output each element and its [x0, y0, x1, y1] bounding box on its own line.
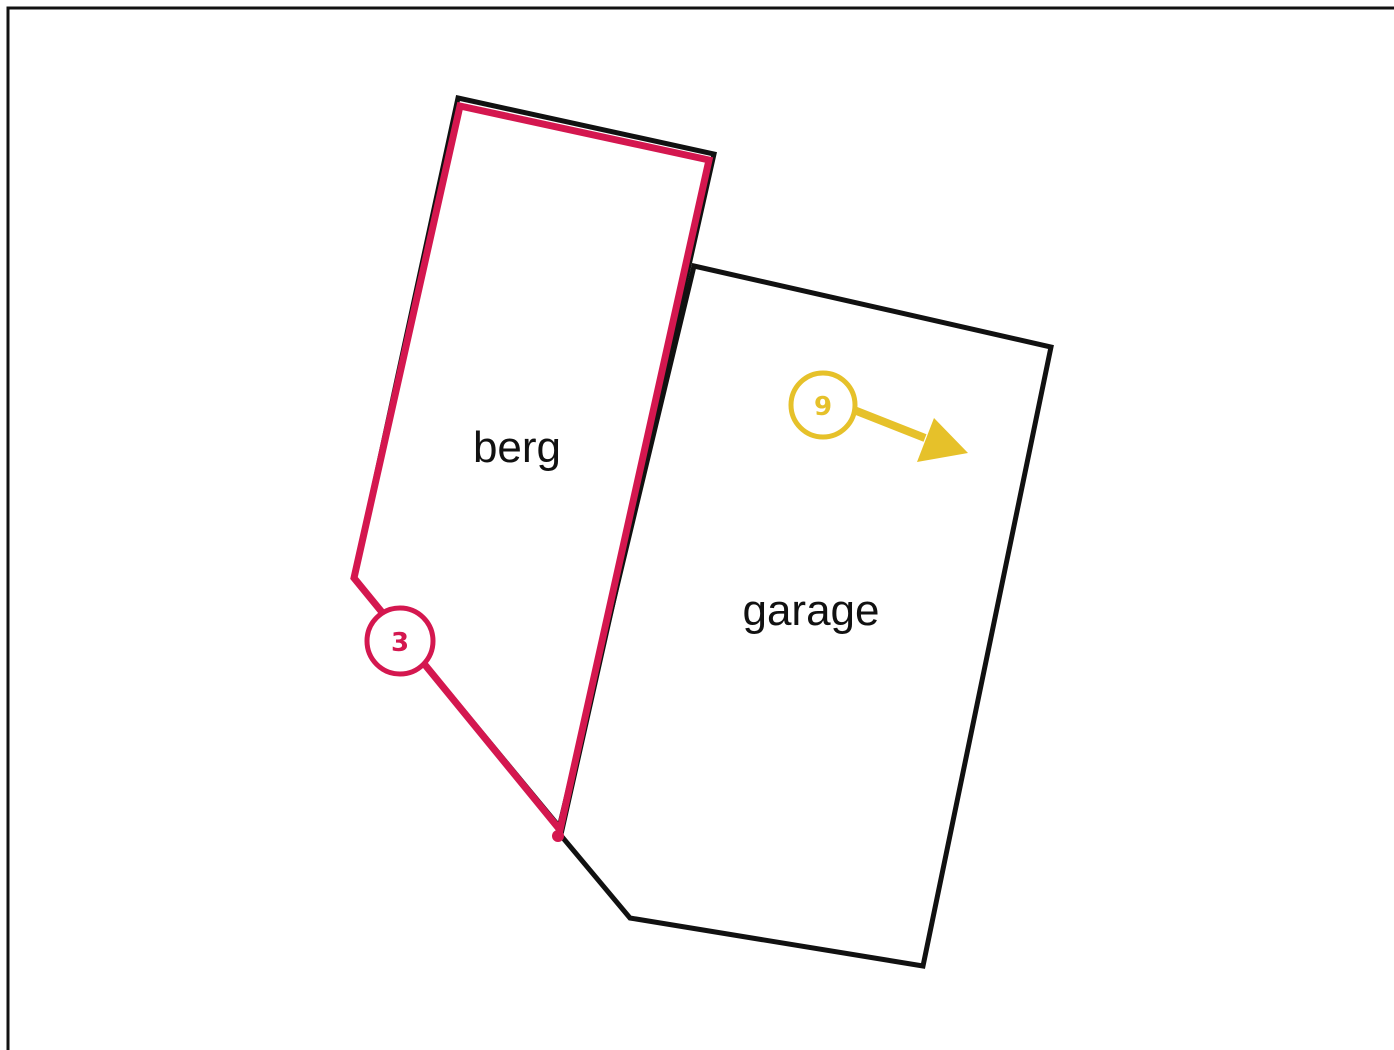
highlight-endpoint [552, 830, 564, 842]
wall-marker-3[interactable]: 3 [364, 605, 436, 677]
room-berg-highlight [350, 101, 714, 838]
direction-arrow-shaft [852, 406, 927, 442]
direction-marker-circle [788, 370, 858, 440]
wall-marker-label: 3 [391, 628, 409, 658]
room-label-garage: garage [742, 586, 879, 635]
room-label-berg: berg [473, 423, 561, 472]
direction-marker-label: 9 [814, 392, 832, 422]
wall-marker-circle [364, 605, 436, 677]
direction-arrow-head-icon [917, 418, 968, 462]
direction-marker-9[interactable]: 9 [788, 370, 968, 462]
frame-border [6, 6, 1394, 1050]
